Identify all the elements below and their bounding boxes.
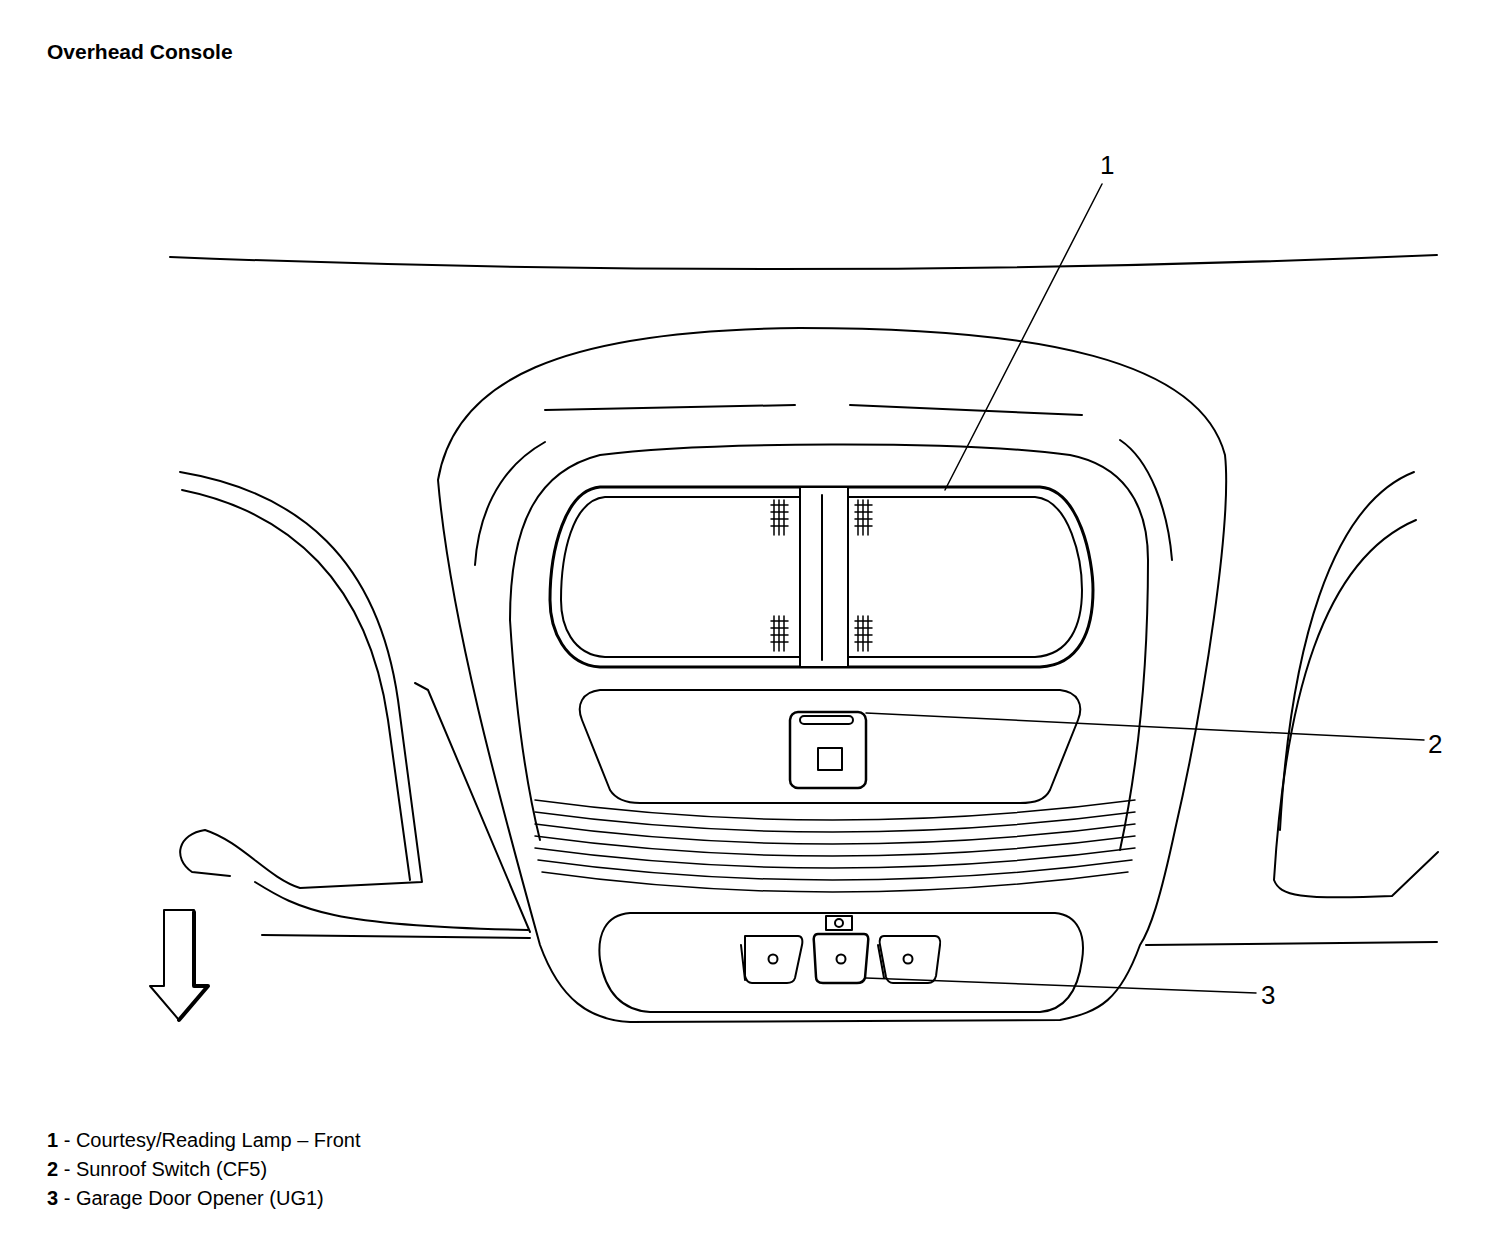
console-contour xyxy=(1120,440,1172,560)
garage-button xyxy=(745,936,802,983)
callout-number: 2 xyxy=(1428,731,1442,757)
console-shell xyxy=(438,328,1226,1022)
lamp-lens xyxy=(550,487,1093,667)
lamp-grille xyxy=(771,500,872,651)
callout-number: 1 xyxy=(1100,152,1114,178)
sunroof-switch xyxy=(790,712,866,788)
switch-panel xyxy=(580,690,1081,803)
garage-button xyxy=(814,934,869,983)
forward-arrow-shadow xyxy=(179,912,208,1020)
garage-button-dot xyxy=(837,955,846,964)
key-number: 2 xyxy=(47,1158,58,1180)
garage-panel xyxy=(599,913,1083,1012)
headliner-line xyxy=(262,935,530,938)
console-ribs xyxy=(535,800,1135,892)
key-text: - Courtesy/Reading Lamp – Front xyxy=(58,1129,360,1151)
right-pillar xyxy=(1274,520,1438,897)
key-entry: 2 - Sunroof Switch (CF5) xyxy=(47,1158,267,1181)
key-entry: 3 - Garage Door Opener (UG1) xyxy=(47,1187,324,1210)
console-inner xyxy=(510,620,540,840)
leader-line xyxy=(945,184,1102,490)
leader-line xyxy=(866,713,1424,740)
forward-arrow xyxy=(150,910,208,1020)
leader-line xyxy=(866,978,1256,993)
switch-slot xyxy=(800,716,853,724)
key-text: - Garage Door Opener (UG1) xyxy=(58,1187,324,1209)
garage-button-edge xyxy=(878,945,884,978)
garage-indicator xyxy=(826,916,852,930)
key-number: 1 xyxy=(47,1129,58,1151)
lamp-divider-line xyxy=(821,495,823,660)
diagram-title: Overhead Console xyxy=(47,40,233,64)
left-pillar xyxy=(180,472,422,888)
left-trim-lower xyxy=(255,882,528,930)
left-pillar-inner xyxy=(182,490,410,880)
headliner-line xyxy=(1146,942,1437,945)
left-trim xyxy=(415,683,530,932)
garage-button-dot xyxy=(769,955,778,964)
switch-indicator xyxy=(818,748,842,770)
lamp-divider xyxy=(800,487,848,667)
headliner-edge xyxy=(170,255,1437,269)
console-inner xyxy=(510,444,1148,850)
garage-button-edge xyxy=(741,945,745,980)
console-contour xyxy=(545,405,1082,415)
key-number: 3 xyxy=(47,1187,58,1209)
garage-button xyxy=(880,936,941,983)
right-pillar-inner xyxy=(1280,472,1414,830)
key-entry: 1 - Courtesy/Reading Lamp – Front xyxy=(47,1129,361,1152)
garage-button-dot xyxy=(904,955,913,964)
callout-number: 3 xyxy=(1261,982,1275,1008)
garage-led xyxy=(835,919,843,927)
key-text: - Sunroof Switch (CF5) xyxy=(58,1158,267,1180)
